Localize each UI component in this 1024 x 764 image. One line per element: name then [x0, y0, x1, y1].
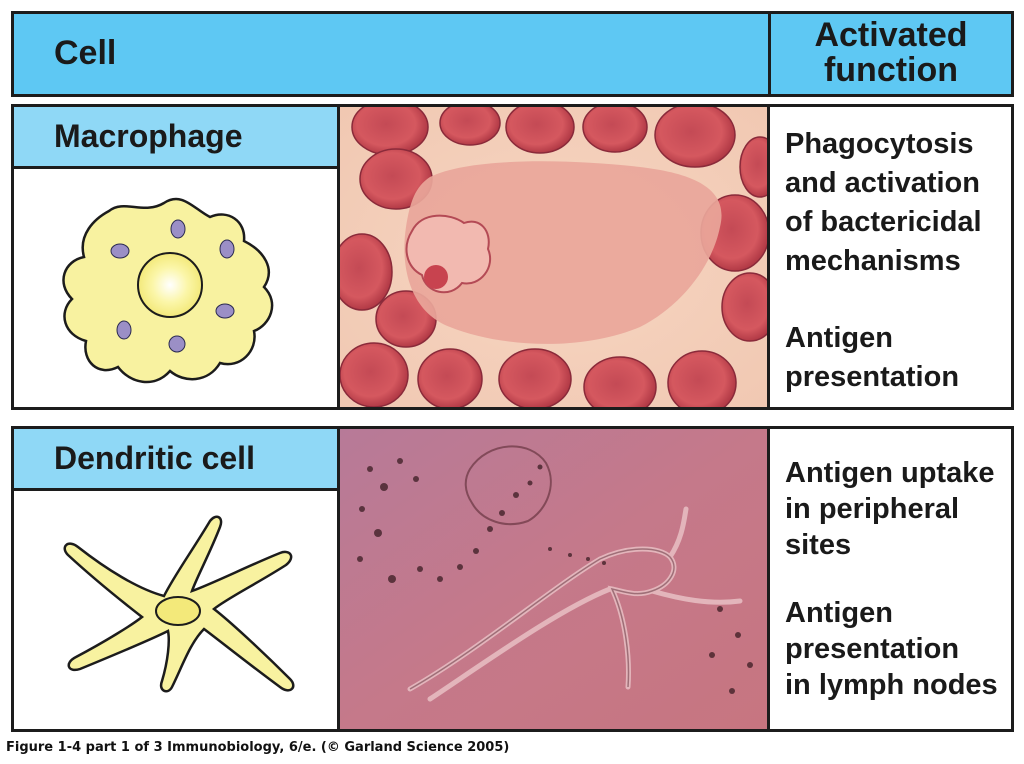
macrophage-row: Macrophage [11, 104, 1014, 410]
function-line: of bactericidal [785, 206, 982, 238]
macrophage-label-cell: Macrophage [14, 107, 340, 169]
granule [168, 335, 186, 353]
function-column-header: Activated function [771, 18, 1011, 88]
granule [219, 239, 235, 259]
header-divider [768, 14, 771, 94]
table-header: Cell Activated function [11, 11, 1014, 97]
dendritic-cell-illustration [63, 515, 295, 693]
function-line: sites [785, 529, 852, 561]
function-line: mechanisms [785, 245, 961, 277]
cell-column-header: Cell [54, 34, 117, 72]
macrophage-functions: Phagocytosis and activation of bacterici… [773, 107, 1011, 407]
function-line: in lymph nodes [785, 669, 998, 701]
macrophage-function-2: Antigen presentation [785, 319, 959, 397]
granule [170, 219, 186, 239]
function-line: Antigen [785, 322, 893, 354]
granule [215, 303, 235, 319]
figure-caption: Figure 1-4 part 1 of 3 Immunobiology, 6/… [6, 740, 510, 755]
dendritic-functions: Antigen uptake in peripheral sites Antig… [773, 429, 1011, 729]
dendritic-label: Dendritic cell [54, 440, 255, 476]
function-header-line2: function [823, 51, 959, 89]
granule [110, 243, 130, 259]
macrophage-nucleus [137, 252, 203, 318]
macrophage-drawing-cell [14, 169, 340, 407]
dendritic-function-2: Antigen presentation in lymph nodes [785, 595, 998, 703]
macrophage-micrograph-image [340, 107, 767, 407]
function-line: presentation [785, 633, 960, 665]
dendritic-function-1: Antigen uptake in peripheral sites [785, 455, 994, 563]
function-line: presentation [785, 361, 960, 393]
function-header-line1: Activated [814, 16, 968, 54]
macrophage-illustration [62, 197, 274, 384]
macrophage-label: Macrophage [54, 118, 243, 154]
function-line: Antigen uptake [785, 457, 995, 489]
dendritic-nucleus [155, 596, 201, 626]
function-line: and activation [785, 167, 980, 199]
dendritic-label-cell: Dendritic cell [14, 429, 340, 491]
dendritic-micrograph [340, 429, 770, 729]
function-line: Phagocytosis [785, 128, 974, 160]
granule [116, 320, 132, 340]
function-line: in peripheral [785, 493, 960, 525]
function-line: Antigen [785, 597, 893, 629]
dendritic-cell-row: Dendritic cell [11, 426, 1014, 732]
macrophage-micrograph [340, 107, 770, 407]
macrophage-function-1: Phagocytosis and activation of bacterici… [785, 125, 982, 281]
dendritic-micrograph-image [340, 429, 767, 729]
dendritic-drawing-cell [14, 491, 340, 729]
